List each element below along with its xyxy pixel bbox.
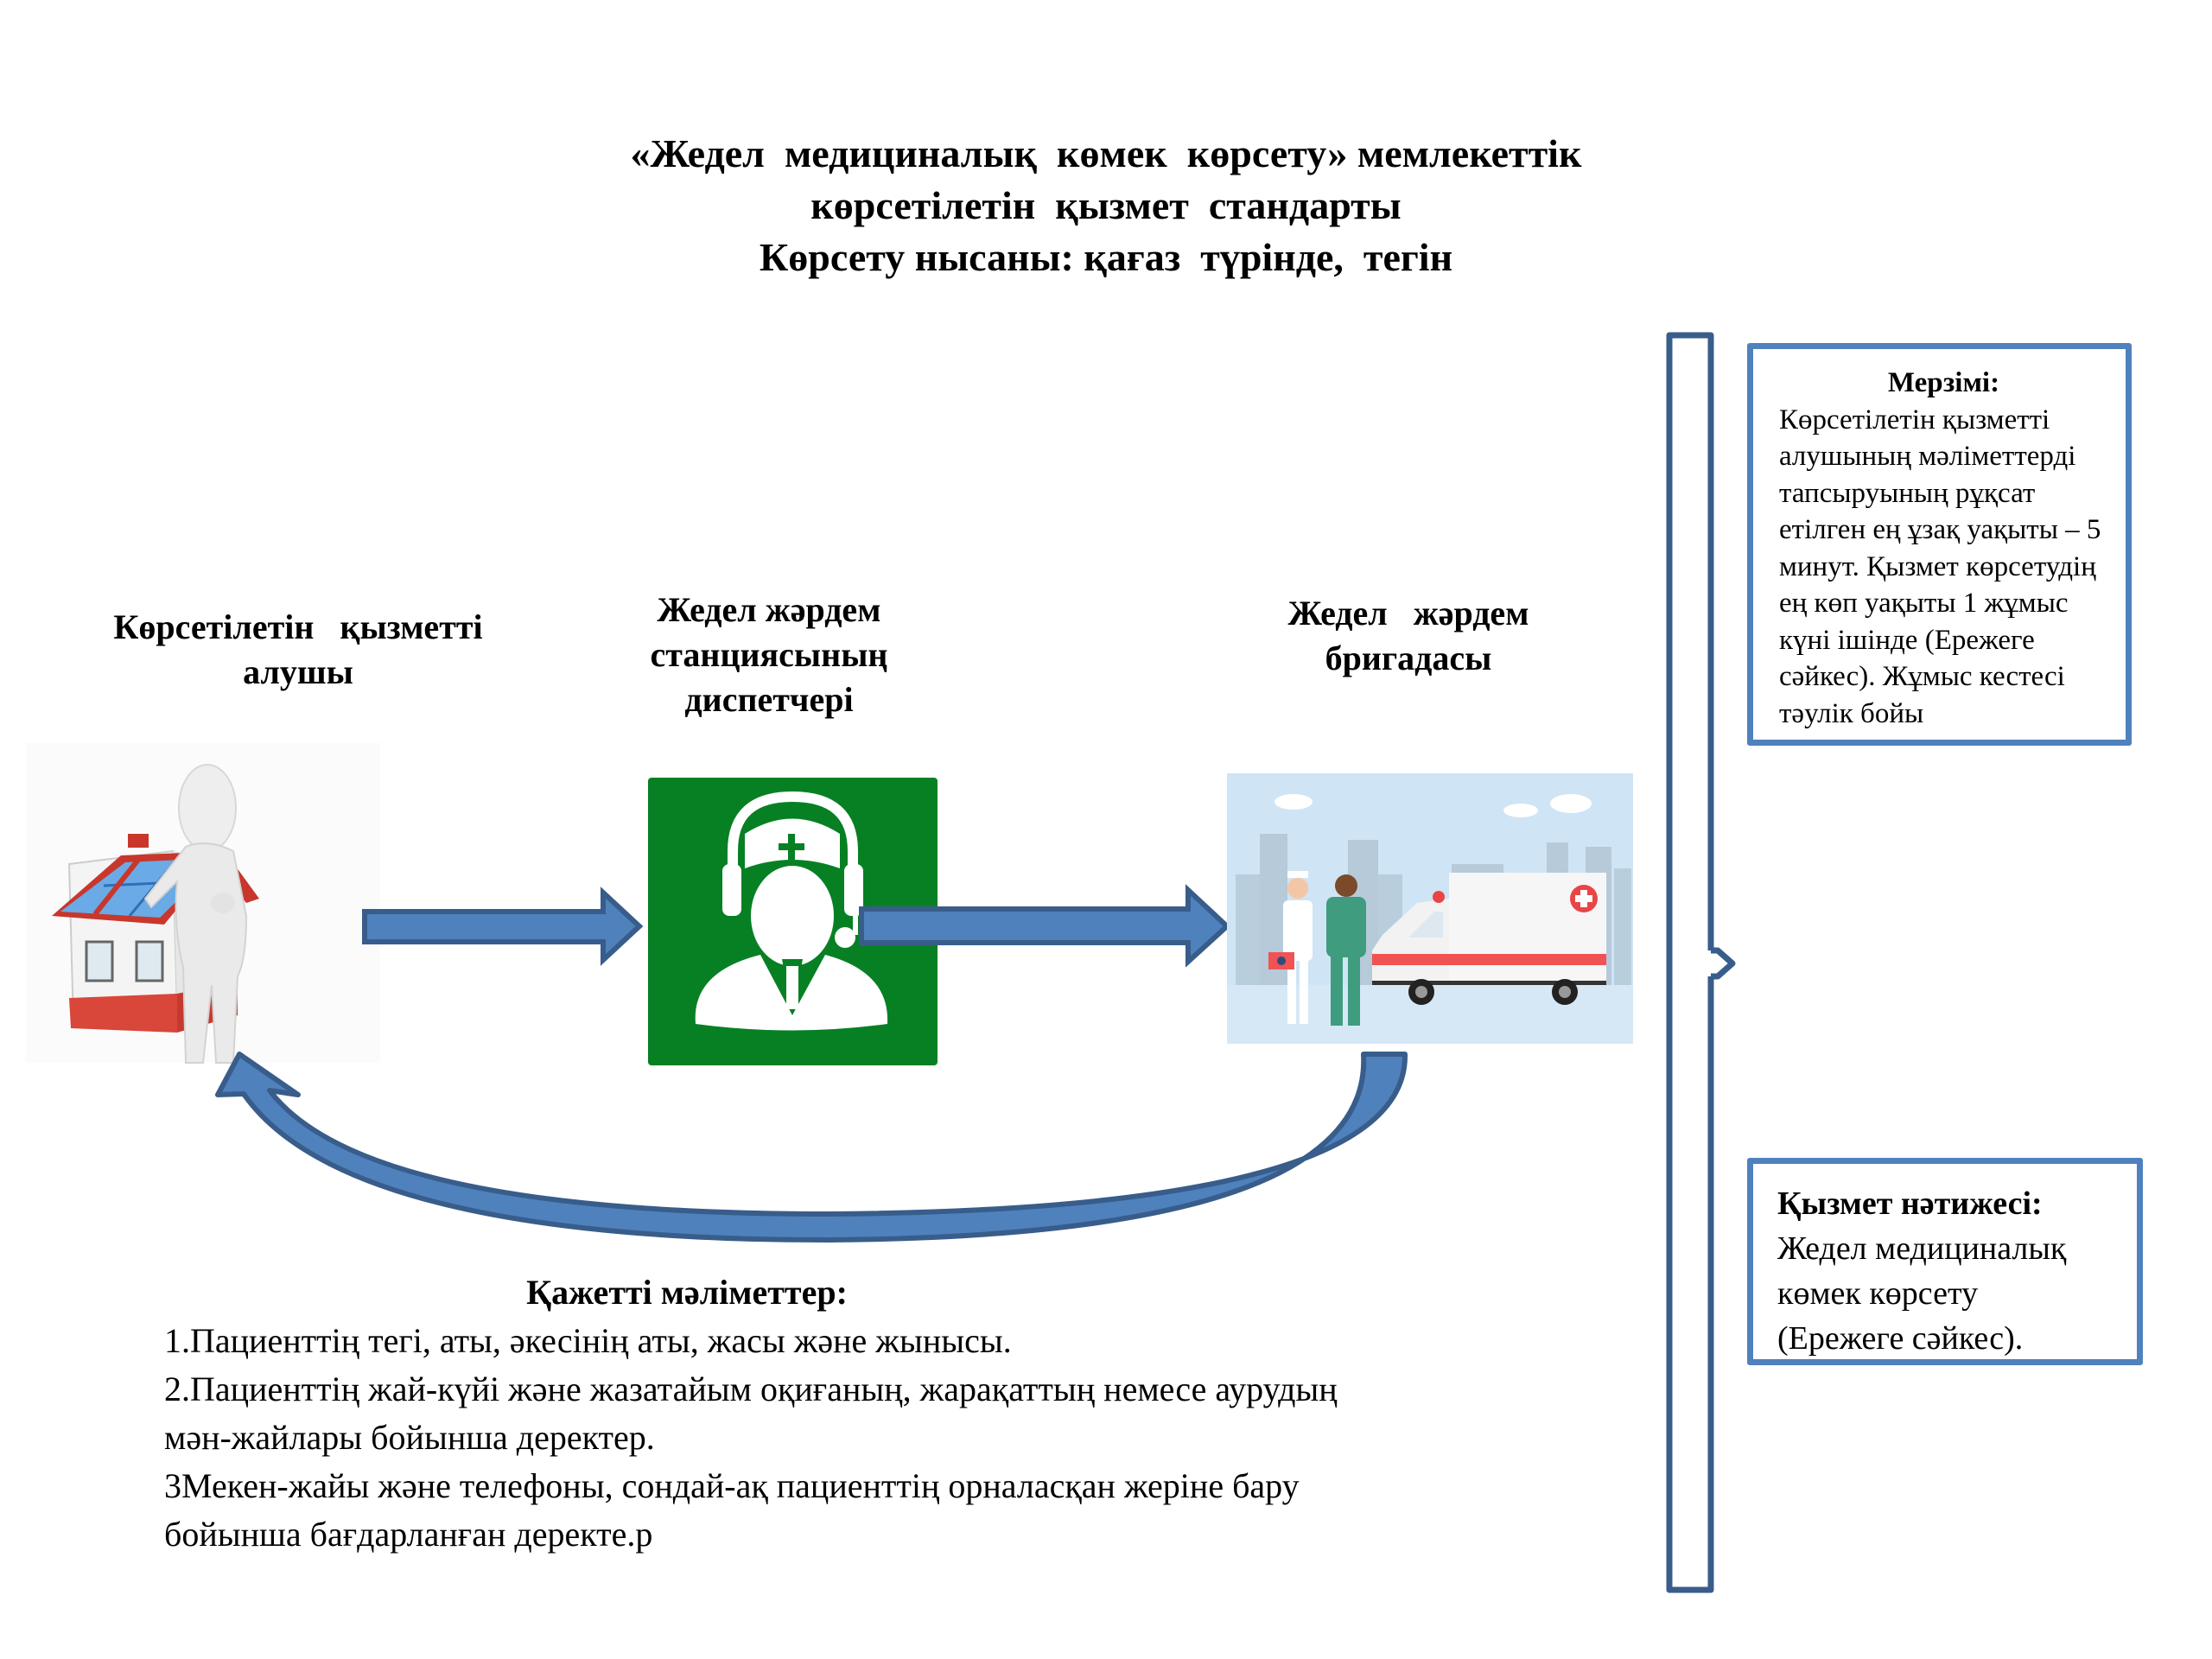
dispatcher-label: Жедел жәрдем станциясының диспетчері	[650, 590, 888, 719]
term-heading: Мерзімі:	[1887, 367, 2000, 398]
term-line: минут. Қызмет көрсетудің	[1779, 550, 2096, 582]
requirements-line: мән-жайлары бойынша деректер.	[164, 1418, 655, 1457]
term-line: алушының мәліметтерді	[1779, 441, 2076, 472]
title-line-1: «Жедел медициналық көмек көрсету» мемлек…	[630, 131, 1582, 175]
return-arrow	[215, 1052, 1408, 1243]
term-line: ең көп уақыты 1 жұмыс	[1779, 588, 2069, 619]
result-heading: Қызмет нәтижесі:	[1777, 1185, 2043, 1222]
requirements-line: 1.Пациенттің тегі, аты, әкесінің аты, жа…	[164, 1321, 1012, 1360]
requirements-line: 3Мекен-жайы және телефоны, сондай-ақ пац…	[164, 1466, 1300, 1505]
term-line: сәйкес). Жұмыс кестесі	[1779, 661, 2065, 692]
term-line: Көрсетілетін қызметті	[1779, 404, 2050, 435]
timeline-bracket	[1666, 332, 1736, 1593]
arrow-to-dispatcher	[362, 887, 644, 966]
result-line: Жедел медициналық	[1777, 1230, 2067, 1267]
term-line: тәулік бойы	[1779, 697, 1924, 729]
requirements-title: Қажетті мәліметтер:	[526, 1273, 848, 1312]
page-title: «Жедел медициналық көмек көрсету» мемлек…	[0, 128, 2212, 283]
requirements-line: бойынша бағдарланған деректе.р	[164, 1515, 653, 1554]
title-line-3: Көрсету нысаны: қағаз түрінде, тегін	[759, 235, 1453, 279]
person-with-house-icon	[26, 743, 380, 1064]
term-box: Мерзімі: Көрсетілетін қызметті алушының …	[1747, 343, 2132, 746]
result-line: (Ережеге сәйкес).	[1777, 1320, 2024, 1357]
result-line: көмек көрсету	[1777, 1275, 1979, 1312]
requirements-line: 2.Пациенттің жай-күйі және жазатайым оқи…	[164, 1370, 1338, 1408]
recipient-label: Көрсетілетін қызметті алушы	[113, 607, 483, 691]
ambulance-team-icon	[1227, 773, 1633, 1044]
term-line: күні ішінде (Ережеге	[1779, 624, 2035, 656]
arrow-to-brigade	[859, 884, 1231, 968]
requirements-section: Қажетті мәліметтер: 1.Пациенттің тегі, а…	[164, 1268, 1564, 1559]
title-line-2: көрсетілетін қызмет стандарты	[810, 183, 1402, 227]
term-line: тапсыруының рұқсат	[1779, 477, 2036, 509]
brigade-label: Жедел жәрдем бригадасы	[1287, 594, 1529, 677]
result-box: Қызмет нәтижесі: Жедел медициналық көмек…	[1747, 1158, 2143, 1365]
term-line: етілген ең ұзақ уақыты – 5	[1779, 514, 2101, 545]
dispatcher-headset-icon	[648, 778, 938, 1065]
